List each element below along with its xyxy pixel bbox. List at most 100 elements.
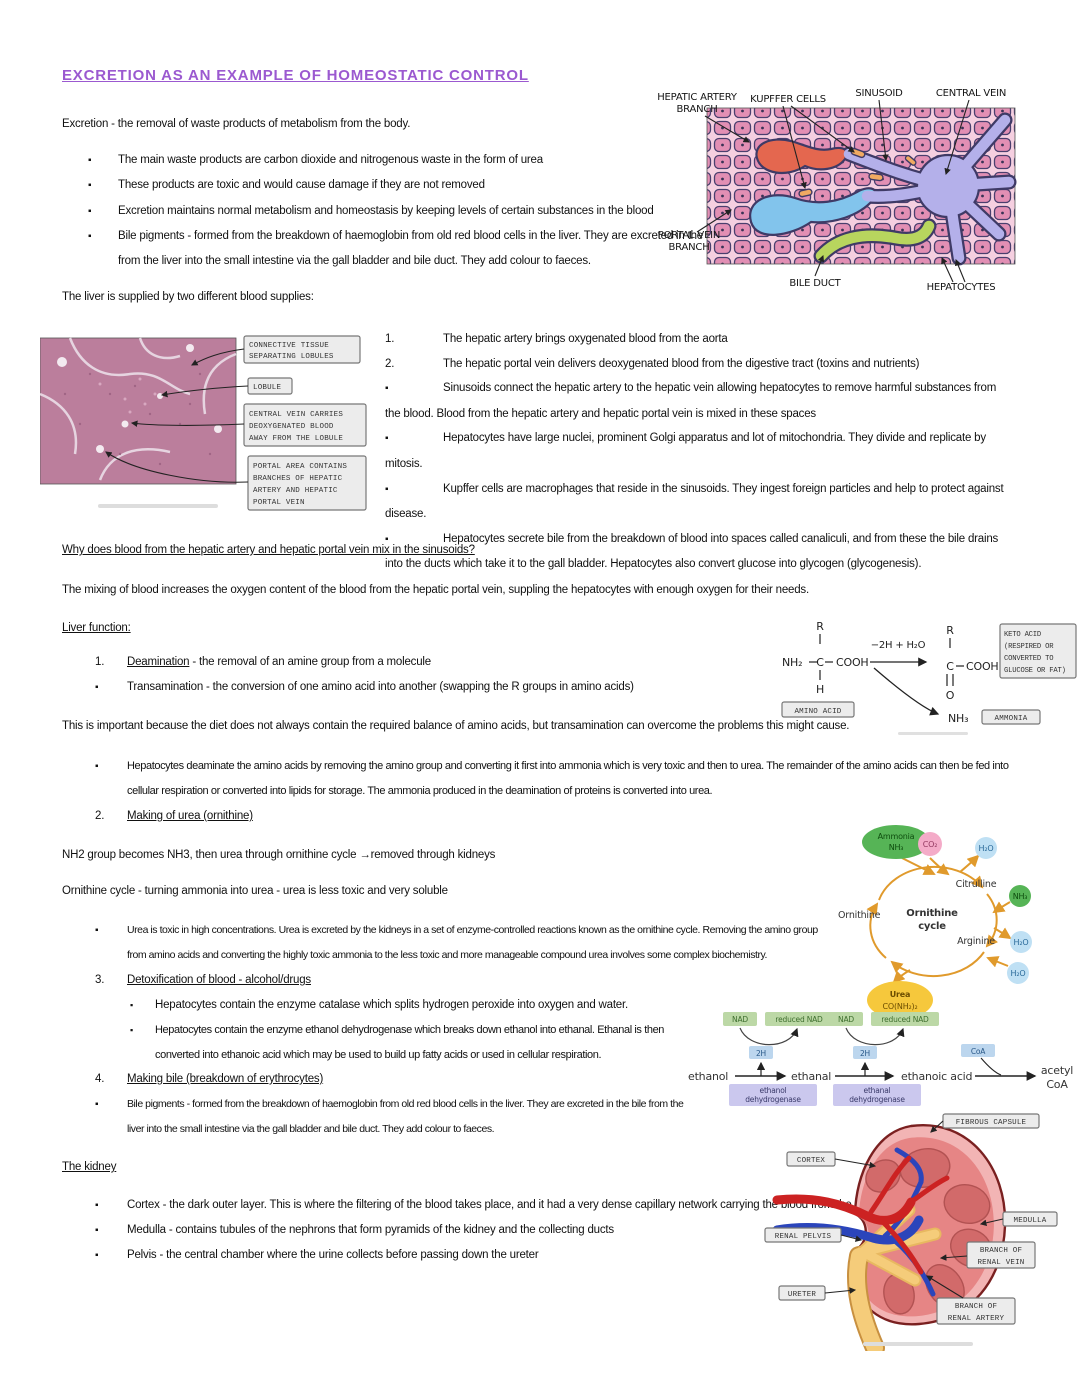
list-item: The main waste products are carbon dioxi… <box>88 148 733 173</box>
label-text: CONVERTED TO <box>1004 655 1053 663</box>
list-item-text: Sinusoids connect the hepatic artery to … <box>385 382 997 420</box>
bullet-marker <box>88 199 118 224</box>
list-item: 1. Deamination - the removal of an amine… <box>95 650 795 675</box>
connective-tissue-streaks <box>40 337 237 481</box>
label-text: BRANCHES OF HEPATIC <box>253 475 343 483</box>
copyright-smudge <box>898 732 968 735</box>
histology-label-connective: CONNECTIVE TISSUE SEPARATING LOBULES <box>243 335 361 364</box>
list-item-text: Hepatocytes contain the enzyme ethanol d… <box>155 1024 665 1061</box>
ethanol-label: ethanol <box>688 1070 728 1083</box>
enzyme-label: dehydrogenase <box>745 1095 801 1104</box>
number-marker: 2. <box>385 357 395 370</box>
node-text: Ammonia <box>878 832 915 841</box>
list-item-text: Medulla - contains tubules of the nephro… <box>127 1224 614 1236</box>
carbon-label: C <box>816 656 824 669</box>
ethanol-pathway-diagram: NAD reduced NAD NAD reduced NAD 2H 2H et… <box>688 1012 1073 1106</box>
ureter-label: URETER <box>778 1285 857 1301</box>
coa-join-line <box>980 1057 1002 1076</box>
list-item-text: These products are toxic and would cause… <box>118 179 485 192</box>
nad-arc-2 <box>845 1027 905 1046</box>
liver-function-list: 1. Deamination - the removal of an amine… <box>95 650 795 700</box>
node-text: H₂O <box>1014 938 1029 947</box>
ornithine-line: Ornithine cycle - turning ammonia into u… <box>62 885 448 897</box>
cortex-label: CORTEX <box>786 1151 877 1169</box>
acetyl-coa-label: acetyl <box>1041 1064 1073 1077</box>
mixing-question-heading: Why does blood from the hepatic artery a… <box>62 544 475 556</box>
citrulline-label: Citrulline <box>956 879 997 890</box>
node-text: NH₃ <box>1013 892 1028 901</box>
list-item-text: Hepatocytes contain the enzyme catalase … <box>155 999 628 1011</box>
list-item: Pelvis - the central chamber where the u… <box>95 1243 1020 1268</box>
central-vein-label: CENTRAL VEIN <box>936 88 1006 99</box>
list-item: Medulla - contains tubules of the nephro… <box>95 1218 1020 1243</box>
histology-label-portal-area: PORTAL AREA CONTAINS BRANCHES OF HEPATIC… <box>247 455 367 511</box>
bile-duct-label: BILE DUCT <box>789 278 841 289</box>
number-marker: 4. <box>95 1073 105 1085</box>
label-text: DEOXYGENATED BLOOD <box>249 423 334 431</box>
2h-label: 2H <box>860 1049 870 1058</box>
nad-label: NAD <box>732 1015 748 1024</box>
waste-bullet-list: The main waste products are carbon dioxi… <box>88 148 733 274</box>
2h-boxes: 2H 2H <box>749 1046 877 1059</box>
cycle-title: Ornithine <box>906 908 958 919</box>
cooh-label-2: COOH <box>966 660 998 673</box>
making-bile-heading-row: 4. Making bile (breakdown of erythrocyte… <box>95 1067 595 1092</box>
bullet-marker <box>95 1218 127 1243</box>
node-text: CO(NH₂)₂ <box>883 1002 918 1011</box>
label-text: SEPARATING LOBULES <box>249 353 334 361</box>
enzyme-boxes: ethanol dehydrogenase ethanal dehydrogen… <box>729 1084 921 1106</box>
label-text: CONNECTIVE TISSUE <box>249 342 329 350</box>
reduced-nad-label: reduced NAD <box>881 1015 929 1024</box>
label-text: FIBROUS CAPSULE <box>956 1119 1027 1127</box>
node-text: Urea <box>890 990 910 999</box>
list-item-text: The hepatic artery brings oxygenated blo… <box>443 333 728 345</box>
label-text: AMINO ACID <box>794 708 841 716</box>
number-marker: 1. <box>385 333 395 345</box>
h2o-node-top: H₂O <box>975 837 997 859</box>
deamination-term: Deamination <box>127 656 190 668</box>
bullet-marker <box>95 754 127 779</box>
acetyl-coa-label-2: CoA <box>1046 1078 1068 1091</box>
section-heading: Making bile (breakdown of erythrocytes) <box>127 1073 324 1085</box>
list-item: Excretion maintains normal metabolism an… <box>88 199 733 224</box>
list-item: Bile pigments - formed from the breakdow… <box>88 224 733 275</box>
coa-label: CoA <box>971 1047 986 1056</box>
list-item: Hepatocytes have large nuclei, prominent… <box>385 426 1013 476</box>
ethanal-label: ethanal <box>791 1070 831 1083</box>
label-text: BRANCH OF <box>955 1303 997 1311</box>
cooh-label: COOH <box>836 656 868 669</box>
nh2-line: NH2 group becomes NH3, then urea through… <box>62 849 496 861</box>
kupffer-cells-label: KUPFFER CELLS <box>750 94 826 105</box>
list-item: Sinusoids connect the hepatic artery to … <box>385 376 1013 426</box>
2h-label: 2H <box>756 1049 766 1058</box>
label-text: (RESPIRED OR <box>1004 643 1054 651</box>
list-item-text: Hepatocytes have large nuclei, prominent… <box>385 432 986 470</box>
list-item-text: Pelvis - the central chamber where the u… <box>127 1249 539 1261</box>
catalase-bullet: Hepatocytes contain the enzyme catalase … <box>130 993 690 1018</box>
enzyme-label: ethanol <box>760 1086 787 1095</box>
renal-pelvis-label: RENAL PELVIS <box>764 1227 863 1243</box>
branch-renal-artery-label: BRANCH OF RENAL ARTERY <box>926 1275 1016 1325</box>
copyright-smudge <box>98 504 218 508</box>
histology-label-lobule: LOBULE <box>247 377 293 395</box>
medulla-label: MEDULLA <box>979 1211 1058 1227</box>
label-text: KETO ACID <box>1004 631 1041 639</box>
portal-vein-label: PORTAL VEIN <box>658 230 720 241</box>
label-leader-lines <box>696 99 970 283</box>
keto-acid-box: KETO ACID (RESPIRED OR CONVERTED TO GLUC… <box>999 623 1077 679</box>
bullet-marker <box>95 918 127 943</box>
bullet-marker <box>130 1018 155 1043</box>
list-item: These products are toxic and would cause… <box>88 173 733 198</box>
label-text: CORTEX <box>797 1157 826 1165</box>
liver-supply-line: The liver is supplied by two different b… <box>62 291 314 303</box>
r-group-label: R <box>816 620 824 633</box>
ammonia-branch-arrow <box>873 667 940 716</box>
number-marker: 1. <box>95 656 105 668</box>
list-item-text: Kupffer cells are macrophages that resid… <box>385 482 1004 521</box>
liver-function-heading: Liver function: <box>62 622 131 634</box>
amino-acid-box: AMINO ACID <box>781 701 855 718</box>
bile-pigments-bullet: Bile pigments - formed from the breakdow… <box>95 1092 695 1142</box>
ornithine-cycle-diagram: Ammonia NH₃ CO₂ H₂O NH₃ H₂O H₂O Urea CO(… <box>838 825 1032 1019</box>
number-marker: 3. <box>95 974 105 986</box>
list-item-text: Transamination - the conversion of one a… <box>127 681 634 693</box>
